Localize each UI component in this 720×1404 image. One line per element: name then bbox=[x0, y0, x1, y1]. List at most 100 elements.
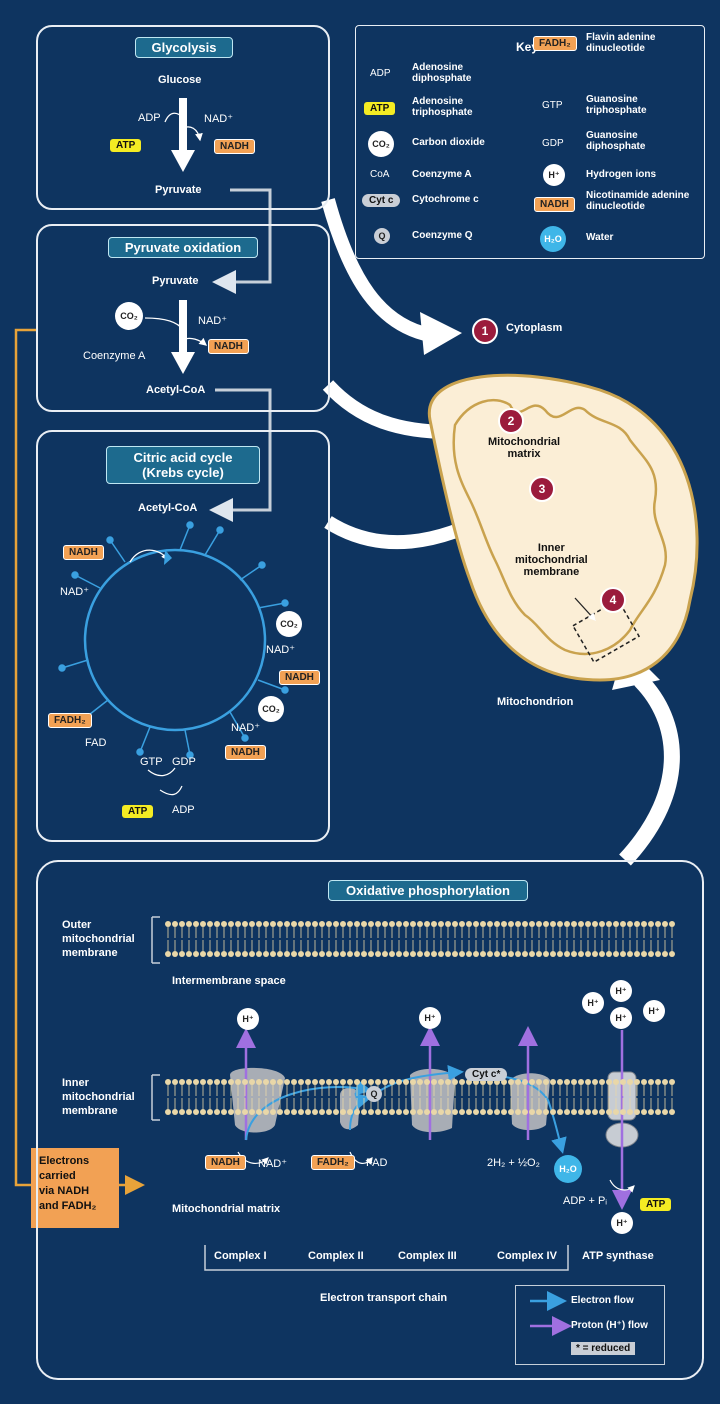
lipid-head bbox=[466, 951, 472, 957]
nadh-badge-2: NADH bbox=[208, 339, 249, 354]
matrix-oxphos-label: Mitochondrial matrix bbox=[172, 1203, 281, 1215]
lipid-head bbox=[536, 1079, 542, 1085]
lipid-head bbox=[515, 1079, 521, 1085]
lipid-head bbox=[319, 921, 325, 927]
lipid-head bbox=[298, 951, 304, 957]
lipid-head bbox=[200, 1079, 206, 1085]
lipid-head bbox=[424, 951, 430, 957]
lipid-head bbox=[592, 951, 598, 957]
lipid-head bbox=[620, 1079, 626, 1085]
lipid-head bbox=[459, 1079, 465, 1085]
lipid-head bbox=[263, 921, 269, 927]
lipid-head bbox=[389, 1109, 395, 1115]
lipid-head bbox=[424, 1079, 430, 1085]
lipid-head bbox=[256, 1109, 262, 1115]
krebs-atp: ATP bbox=[122, 805, 154, 818]
lipid-head bbox=[620, 951, 626, 957]
lipid-head bbox=[648, 921, 654, 927]
lipid-head bbox=[459, 1109, 465, 1115]
lipid-head bbox=[459, 921, 465, 927]
lipid-head bbox=[375, 1079, 381, 1085]
lipid-head bbox=[277, 921, 283, 927]
lipid-head bbox=[403, 1109, 409, 1115]
lipid-head bbox=[270, 951, 276, 957]
lipid-head bbox=[263, 1109, 269, 1115]
lipid-head bbox=[508, 921, 514, 927]
lipid-head bbox=[410, 921, 416, 927]
lipid-head bbox=[354, 1109, 360, 1115]
krebs-nadh-1: NADH bbox=[279, 670, 320, 685]
krebs-gtp: GTP bbox=[140, 756, 163, 768]
lipid-head bbox=[326, 921, 332, 927]
lipid-head bbox=[473, 921, 479, 927]
lipid-head bbox=[172, 951, 178, 957]
lipid-head bbox=[242, 951, 248, 957]
outer-membrane-label: Outer mitochondrial membrane bbox=[62, 918, 135, 960]
key-fadh2-symbol: FADH₂ bbox=[533, 36, 577, 51]
inner-membrane-line-2: mitochondrial bbox=[515, 554, 588, 566]
coenzyme-a-label: Coenzyme A bbox=[83, 350, 146, 362]
lipid-head bbox=[445, 1109, 451, 1115]
lipid-head bbox=[382, 1079, 388, 1085]
key-gtp-label: Guanosine triphosphate bbox=[586, 94, 647, 116]
lipid-head bbox=[641, 951, 647, 957]
pyruvate-oxidation-panel bbox=[36, 224, 330, 412]
oxphos-fadh2: FADH₂ bbox=[311, 1155, 355, 1170]
lipid-head bbox=[641, 1079, 647, 1085]
lipid-head bbox=[165, 921, 171, 927]
lipid-head bbox=[445, 951, 451, 957]
lipid-head bbox=[312, 921, 318, 927]
lipid-head bbox=[634, 951, 640, 957]
krebs-nad-left: NAD⁺ bbox=[60, 586, 90, 598]
lipid-head bbox=[599, 921, 605, 927]
key-h2o-symbol: H₂O bbox=[540, 226, 566, 252]
lipid-head bbox=[221, 951, 227, 957]
lipid-head bbox=[340, 921, 346, 927]
inner-membrane-line-3: membrane bbox=[523, 566, 580, 578]
lipid-head bbox=[305, 951, 311, 957]
lipid-head bbox=[284, 951, 290, 957]
lipid-head bbox=[438, 1079, 444, 1085]
lipid-head bbox=[417, 1079, 423, 1085]
lipid-head bbox=[592, 1079, 598, 1085]
cytoplasm-label: Cytoplasm bbox=[506, 322, 563, 334]
lipid-head bbox=[438, 1109, 444, 1115]
water-product: H₂O bbox=[554, 1155, 582, 1183]
lipid-head bbox=[207, 951, 213, 957]
electrons-line-2: carried bbox=[39, 1170, 76, 1182]
lipid-head bbox=[305, 1079, 311, 1085]
lipid-head bbox=[550, 1109, 556, 1115]
lipid-head bbox=[354, 1079, 360, 1085]
lipid-head bbox=[396, 921, 402, 927]
nad-label: NAD⁺ bbox=[204, 113, 234, 125]
lipid-head bbox=[333, 1109, 339, 1115]
lipid-head bbox=[249, 921, 255, 927]
lipid-head bbox=[606, 921, 612, 927]
lipid-head bbox=[529, 1109, 535, 1115]
lipid-head bbox=[235, 1109, 241, 1115]
acetyl-coa-label: Acetyl-CoA bbox=[146, 384, 206, 396]
lipid-head bbox=[242, 1109, 248, 1115]
proton-pool-2: H⁺ bbox=[610, 980, 632, 1002]
lipid-head bbox=[361, 1109, 367, 1115]
key-coa-label: Coenzyme A bbox=[412, 169, 472, 180]
lipid-head bbox=[347, 951, 353, 957]
lipid-head bbox=[620, 921, 626, 927]
lipid-head bbox=[613, 921, 619, 927]
lipid-head bbox=[473, 1109, 479, 1115]
electrons-line-3: via NADH bbox=[39, 1185, 90, 1197]
lipid-head bbox=[536, 951, 542, 957]
lipid-head bbox=[305, 921, 311, 927]
lipid-head bbox=[228, 921, 234, 927]
key-h-label: Hydrogen ions bbox=[586, 169, 657, 180]
mitochondrion-label: Mitochondrion bbox=[497, 696, 574, 708]
proton-matrix: H⁺ bbox=[611, 1212, 633, 1234]
key-h2o-label: Water bbox=[586, 232, 614, 243]
lipid-head bbox=[634, 921, 640, 927]
lipid-head bbox=[179, 951, 185, 957]
lipid-head bbox=[620, 1109, 626, 1115]
lipid-head bbox=[333, 951, 339, 957]
arrow-head-1 bbox=[420, 312, 462, 355]
inner-ox-line-1: Inner bbox=[62, 1077, 89, 1089]
oxphos-atp: ATP bbox=[640, 1198, 672, 1211]
